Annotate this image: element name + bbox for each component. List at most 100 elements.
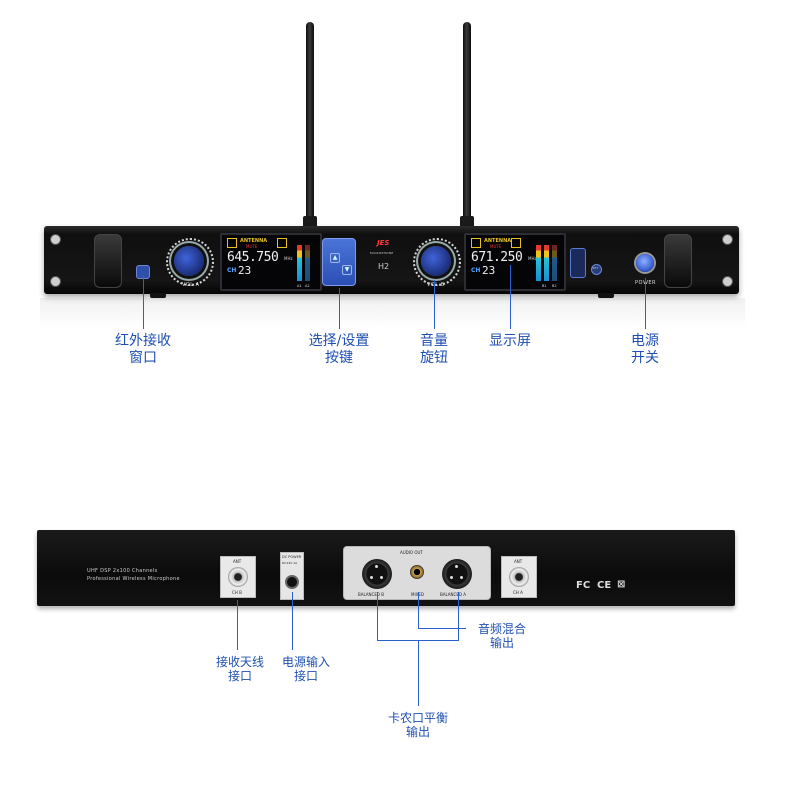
set-button[interactable] xyxy=(591,264,602,275)
level-meter xyxy=(297,245,302,281)
callout-line xyxy=(237,600,238,650)
antenna-icon xyxy=(471,238,481,248)
mute-indicator: MUTE xyxy=(490,244,502,249)
dc-power-jack[interactable] xyxy=(285,575,299,589)
brand-logo: JES xyxy=(377,239,390,247)
down-arrow-icon: ▼ xyxy=(342,265,352,275)
frequency-b: 671.250 xyxy=(471,250,523,265)
dc-power-label: DC POWER xyxy=(282,555,302,559)
up-arrow-icon: ▲ xyxy=(330,253,340,263)
callout-select-set-key: 选择/设置按键 xyxy=(308,333,370,366)
channel-b: 23 xyxy=(482,264,496,277)
power-button[interactable] xyxy=(636,254,654,272)
mic-icon xyxy=(511,238,521,248)
antenna-port-b[interactable] xyxy=(228,567,248,587)
antenna-plate-b: ANT CH B xyxy=(220,556,256,598)
antenna-port-a[interactable] xyxy=(509,567,529,587)
balanced-b-label: BALANCED B xyxy=(358,592,384,597)
callout-line xyxy=(510,265,511,329)
fc-mark: FC xyxy=(576,580,591,591)
callout-power-input: 电源输入接口 xyxy=(281,655,330,683)
channel-label: CH xyxy=(227,267,237,274)
volume-knob-a[interactable] xyxy=(174,246,204,276)
unit-label: MHz xyxy=(284,256,293,261)
level-meter xyxy=(552,245,557,281)
callout-line xyxy=(418,592,419,628)
set-label: SET xyxy=(592,266,599,270)
callout-line xyxy=(418,640,419,706)
audio-out-plate: AUDIO OUT BALANCED B MIXED BALANCED A xyxy=(343,546,491,600)
meter-label: A2 xyxy=(305,284,310,288)
balanced-a-label: BALANCED A xyxy=(440,592,466,597)
meter-label: B1 xyxy=(542,284,547,288)
mic-icon xyxy=(277,238,287,248)
antenna-indicator: ANTENNA xyxy=(484,238,512,244)
meter-label: B2 xyxy=(552,284,557,288)
display-a: ANTENNA MUTE 645.750 MHz CH 23 A1 A2 xyxy=(220,233,322,291)
callout-line xyxy=(645,278,646,329)
ce-mark: CE xyxy=(597,580,612,591)
display-b: ANTENNA MUTE 671.250 MHz CH 23 B1 B2 xyxy=(464,233,566,291)
knob-scale xyxy=(166,238,214,286)
foot xyxy=(150,293,166,298)
level-meter xyxy=(305,245,310,281)
mute-indicator: MUTE xyxy=(246,244,258,249)
callout-line xyxy=(458,592,459,640)
volume-knob-b[interactable] xyxy=(421,246,451,276)
callout-line xyxy=(339,288,340,329)
audio-out-label: AUDIO OUT xyxy=(400,550,423,555)
callout-display: 显示屏 xyxy=(489,333,531,349)
meter-label: A1 xyxy=(297,284,302,288)
select-set-key[interactable]: ▲ ▼ xyxy=(322,238,356,286)
spec-line-2: Professional Wireless Microphone xyxy=(87,576,180,582)
rack-hole xyxy=(722,276,733,287)
rack-hole xyxy=(722,234,733,245)
callout-line xyxy=(418,628,466,629)
rack-handle-left xyxy=(94,234,122,288)
antenna-plate-a: ANT CH A xyxy=(501,556,537,598)
unit-label: MHz xyxy=(528,256,537,261)
rack-hole xyxy=(50,276,61,287)
spec-line-1: UHF DSP 2x100 Channels xyxy=(87,568,158,574)
callout-line xyxy=(143,275,144,329)
ant-label: ANT xyxy=(514,559,523,564)
dc-spec-label: DC12V 1A xyxy=(282,561,298,565)
callout-antenna-port: 接收天线接口 xyxy=(215,655,264,683)
xlr-output-b[interactable] xyxy=(362,559,392,589)
foot xyxy=(598,293,614,298)
model-name: H2 xyxy=(378,262,390,271)
ant-label: ANT xyxy=(233,559,242,564)
knob-scale xyxy=(413,238,461,286)
mixed-output-jack[interactable] xyxy=(410,565,424,579)
front-panel: VOL A ANTENNA MUTE 645.750 MHz CH 23 A1 … xyxy=(44,226,739,294)
level-meter xyxy=(536,245,541,281)
callout-line xyxy=(292,592,293,650)
reflection xyxy=(40,298,745,328)
vol-b-label: VOL B xyxy=(427,282,445,288)
callout-volume-knob: 音量旋钮 xyxy=(420,333,448,366)
channel-a: 23 xyxy=(238,264,252,277)
antenna-indicator: ANTENNA xyxy=(240,238,268,244)
callout-power-switch: 电源开关 xyxy=(631,333,659,366)
rack-hole xyxy=(50,234,61,245)
rear-panel: UHF DSP 2x100 Channels Professional Wire… xyxy=(37,530,735,606)
vol-a-label: VOL A xyxy=(182,282,200,288)
callout-line xyxy=(377,592,378,640)
ch-a-label: CH A xyxy=(513,590,523,595)
mixed-label: MIXED xyxy=(411,592,424,597)
antenna-left xyxy=(303,22,317,230)
brand-subtitle: MICROPHONE xyxy=(370,251,394,255)
antenna-icon xyxy=(227,238,237,248)
xlr-output-a[interactable] xyxy=(442,559,472,589)
weee-mark: ⊠ xyxy=(617,579,626,590)
callout-xlr-balanced-output: 卡农口平衡输出 xyxy=(387,711,448,739)
callout-line xyxy=(434,280,435,329)
callout-ir-window: 红外接收窗口 xyxy=(115,333,171,366)
callout-audio-mix-output: 音频混合输出 xyxy=(477,622,526,650)
frequency-a: 645.750 xyxy=(227,250,279,265)
ch-b-label: CH B xyxy=(232,590,242,595)
channel-label: CH xyxy=(471,267,481,274)
navigation-buttons[interactable] xyxy=(570,248,586,278)
rack-handle-right xyxy=(664,234,692,288)
level-meter xyxy=(544,245,549,281)
